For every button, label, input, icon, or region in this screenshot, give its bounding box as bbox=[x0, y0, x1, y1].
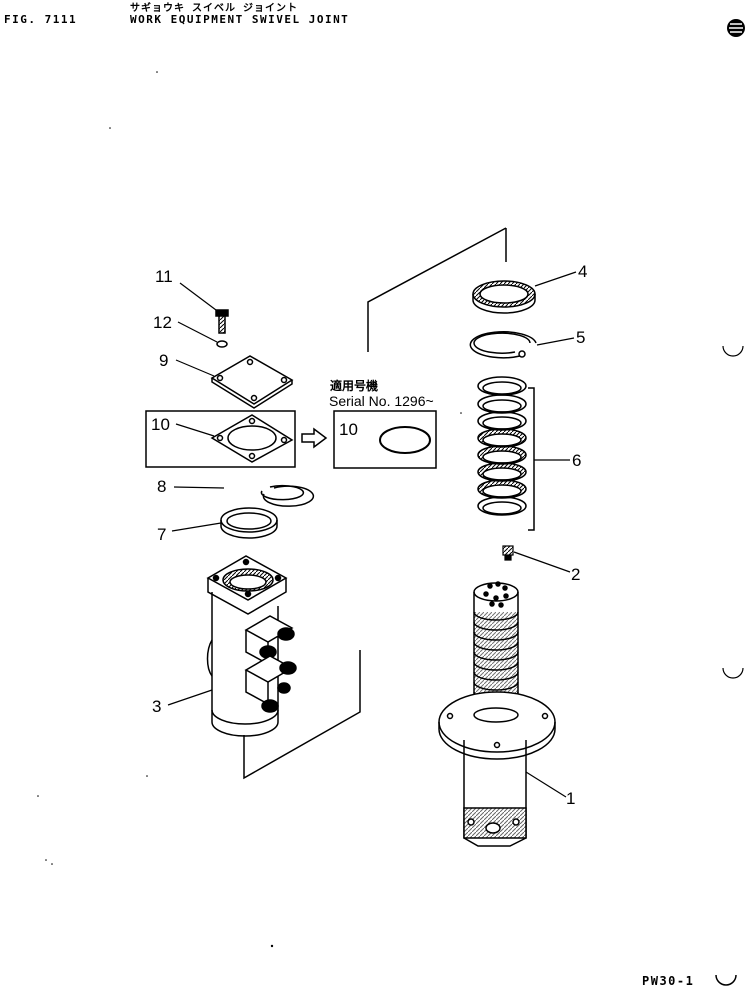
title-english: WORK EQUIPMENT SWIVEL JOINT bbox=[130, 13, 350, 26]
binder-hole-icon bbox=[722, 667, 744, 679]
part-6-seal-rings bbox=[477, 376, 535, 531]
callout-5: 5 bbox=[576, 328, 585, 347]
part-10-gasket bbox=[210, 414, 294, 463]
part-10-o-ring bbox=[379, 426, 431, 454]
part-9-cover-plate bbox=[210, 355, 294, 409]
title-japanese: サギョウキ スイベル ジョイント bbox=[130, 3, 299, 14]
binder-hole-icon bbox=[722, 345, 744, 357]
part-3-housing bbox=[206, 555, 297, 737]
part-12-washer bbox=[216, 340, 228, 348]
serial-label-en: Serial No. 1296~ bbox=[329, 393, 434, 409]
part-1-swivel-shaft bbox=[438, 581, 556, 847]
arrow-right-icon bbox=[301, 427, 328, 449]
callout-6: 6 bbox=[572, 451, 581, 470]
part-4-bushing bbox=[472, 280, 536, 314]
callout-9: 9 bbox=[159, 351, 168, 370]
callout-8: 8 bbox=[157, 477, 166, 496]
part-5-snap-ring bbox=[469, 331, 537, 359]
callout-1: 1 bbox=[566, 789, 575, 808]
serial-box bbox=[333, 410, 437, 469]
callout-10: 10 bbox=[151, 415, 170, 434]
scan-specks bbox=[37, 71, 462, 948]
part-8-snap-ring bbox=[260, 484, 315, 507]
callout-12: 12 bbox=[153, 313, 172, 332]
assembly-bracket-lines bbox=[243, 227, 507, 780]
logo-icon bbox=[727, 19, 745, 37]
part-7-ring bbox=[220, 507, 278, 539]
part-2-plug bbox=[502, 545, 514, 561]
figure-number: FIG. 7111 bbox=[4, 13, 78, 26]
callout-2: 2 bbox=[571, 565, 580, 584]
callout-11: 11 bbox=[155, 267, 173, 286]
gasket-box bbox=[145, 410, 296, 468]
page-code: PW30-1 bbox=[642, 974, 695, 988]
binder-hole-icon bbox=[715, 974, 737, 986]
serial-label-jp: 適用号機 bbox=[330, 378, 378, 393]
part-11-bolt bbox=[215, 309, 229, 334]
callout-4: 4 bbox=[578, 262, 587, 281]
callout-7: 7 bbox=[157, 525, 166, 544]
callout-3: 3 bbox=[152, 697, 161, 716]
callout-10-alt: 10 bbox=[339, 420, 358, 439]
leader-lines bbox=[167, 271, 577, 798]
